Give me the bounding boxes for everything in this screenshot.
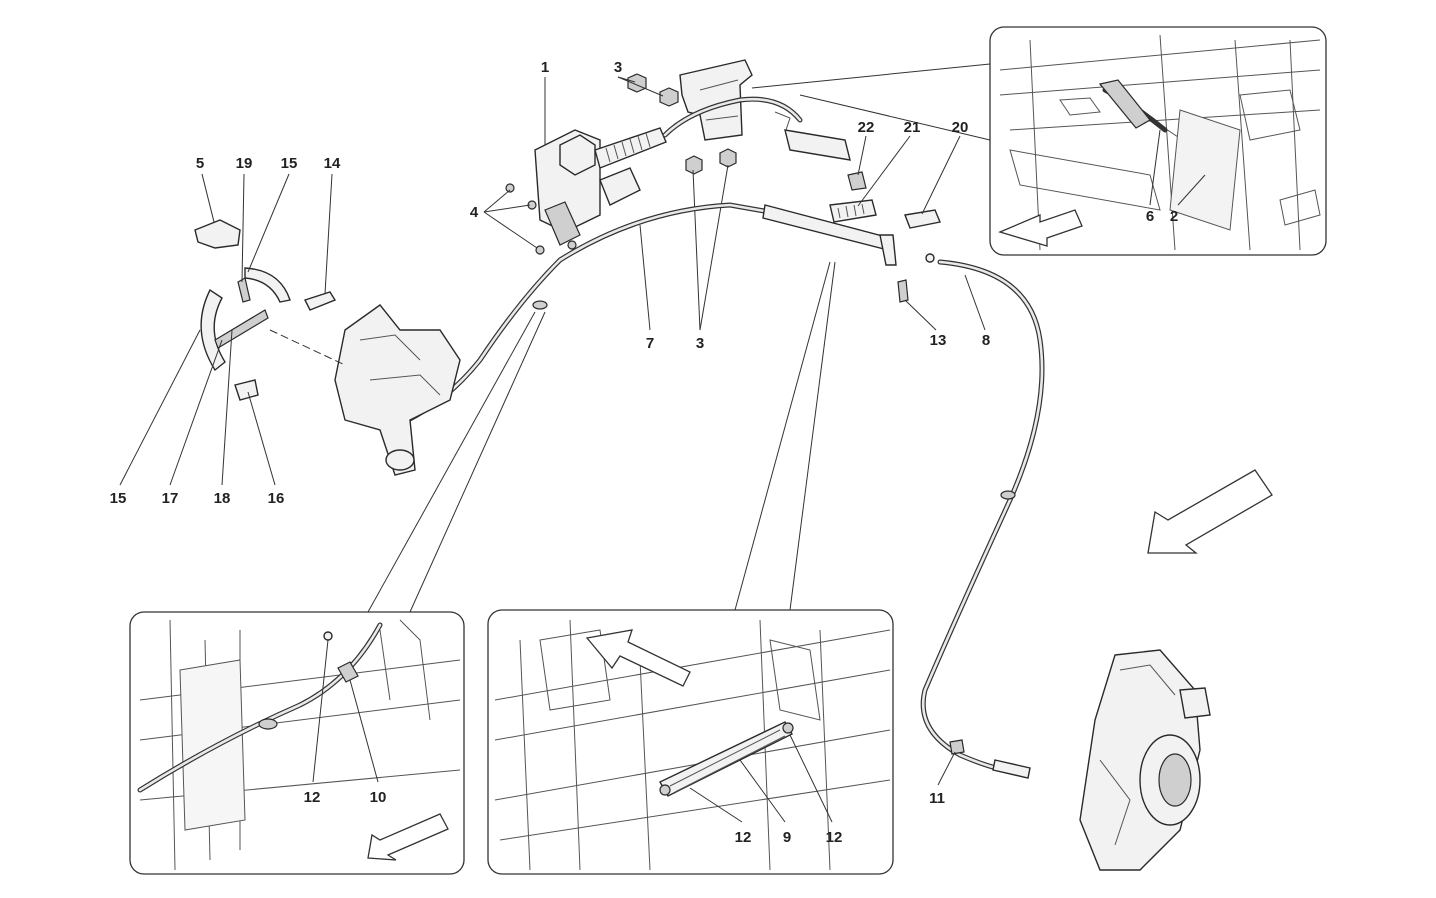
callout-7: 7 bbox=[646, 335, 654, 352]
brake-shoes-and-knuckle bbox=[194, 219, 461, 476]
callout-14: 14 bbox=[324, 155, 341, 172]
nut-3d bbox=[719, 148, 737, 168]
nut-3a bbox=[627, 73, 647, 93]
callout-15-top: 15 bbox=[281, 155, 298, 172]
callout-8: 8 bbox=[982, 332, 990, 349]
callout-21: 21 bbox=[904, 119, 921, 136]
callout-16: 16 bbox=[268, 490, 285, 507]
callout-3-top: 3 bbox=[614, 59, 622, 76]
inset-bottom-center-equalizer: 12 9 12 bbox=[487, 609, 894, 875]
callout-22: 22 bbox=[858, 119, 875, 136]
forward-direction-arrow-icon bbox=[1147, 469, 1273, 554]
direction-arrow-icon bbox=[585, 629, 691, 687]
callout-2: 2 bbox=[1170, 208, 1178, 225]
direction-arrow-icon bbox=[367, 813, 449, 861]
callout-5: 5 bbox=[196, 155, 204, 172]
callout-9: 9 bbox=[783, 829, 791, 846]
callout-17: 17 bbox=[162, 490, 179, 507]
callout-3-mid: 3 bbox=[696, 335, 704, 352]
inset-bottom-left-cable-clip: 12 10 bbox=[129, 611, 465, 875]
callout-6: 6 bbox=[1146, 208, 1154, 225]
callout-15-bottom: 15 bbox=[110, 490, 127, 507]
callout-20: 20 bbox=[952, 119, 969, 136]
callout-4: 4 bbox=[470, 204, 479, 221]
nut-3c bbox=[685, 155, 703, 175]
parking-brake-lever-assembly bbox=[505, 59, 941, 255]
callout-12-center-left: 12 bbox=[735, 829, 752, 846]
rear-hub-carrier bbox=[1079, 649, 1211, 871]
callout-13: 13 bbox=[930, 332, 947, 349]
callout-18: 18 bbox=[214, 490, 231, 507]
inset-top-right-lever-mount: 6 2 bbox=[989, 26, 1327, 256]
callout-11: 11 bbox=[929, 790, 945, 807]
callout-19: 19 bbox=[236, 155, 253, 172]
callout-12-left: 12 bbox=[304, 789, 321, 806]
callout-1: 1 bbox=[541, 59, 549, 76]
direction-arrow-icon bbox=[998, 209, 1083, 247]
callout-12-center-right: 12 bbox=[826, 829, 843, 846]
nut-3b bbox=[659, 87, 679, 107]
callout-10: 10 bbox=[370, 789, 387, 806]
